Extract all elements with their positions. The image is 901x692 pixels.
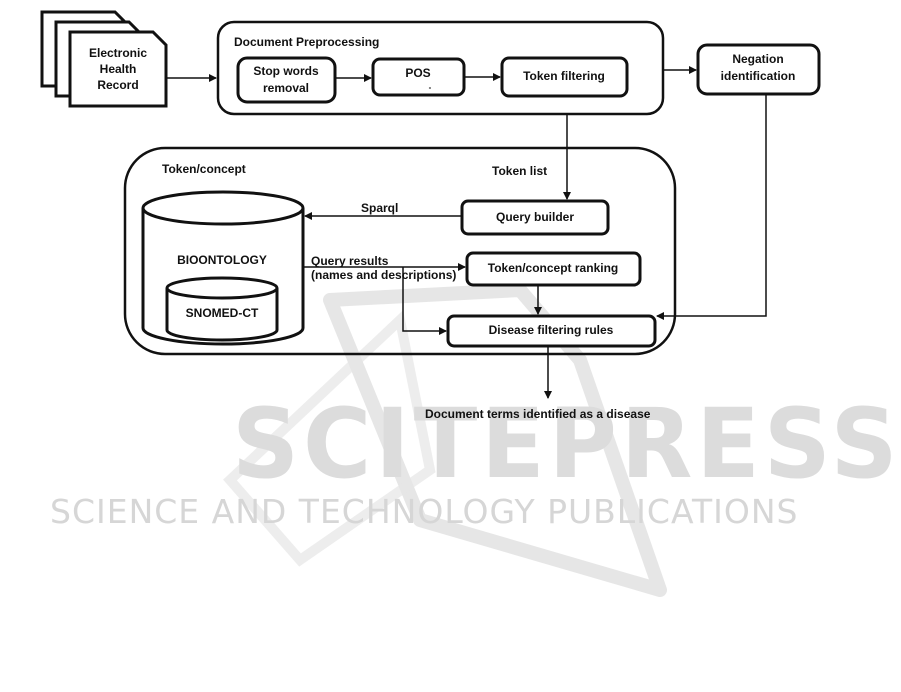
- disease-rules-label: Disease filtering rules: [488, 323, 614, 337]
- stop-words-label-line1: Stop words: [253, 64, 319, 78]
- watermark-small-text: SCIENCE AND TECHNOLOGY PUBLICATIONS: [50, 492, 799, 531]
- token-concept-group: [123, 146, 677, 356]
- preprocessing-title: Document Preprocessing: [234, 35, 380, 49]
- disease-rules-box: [446, 314, 657, 348]
- bioontology-label: BIOONTOLOGY: [177, 253, 267, 267]
- stop-words-box: [236, 56, 337, 104]
- ehr-label-line2: Health: [99, 62, 137, 76]
- negation-box: [696, 43, 821, 96]
- query-results-label-line1: Query results: [311, 254, 389, 268]
- snomed-cylinder: [165, 276, 279, 342]
- query-builder-label: Query builder: [495, 210, 575, 224]
- negation-label-line1: Negation: [732, 52, 784, 66]
- stop-words-label-line2: removal: [262, 81, 310, 95]
- ehr-label-line1: Electronic: [88, 46, 148, 60]
- preprocessing-group: [216, 20, 665, 116]
- negation-label-line2: identification: [720, 69, 796, 83]
- ranking-label: Token/concept ranking: [487, 261, 619, 275]
- output-label: Document terms identified as a disease: [425, 407, 651, 421]
- sparql-label: Sparql: [361, 201, 399, 215]
- token-concept-title: Token/concept: [162, 162, 246, 176]
- ehr-document-stack: [40, 10, 168, 108]
- arrow-negation-to-disease-rules: [656, 94, 767, 320]
- token-filtering-label: Token filtering: [523, 69, 605, 83]
- query-results-label-line2: (names and descriptions): [311, 268, 457, 282]
- arrow-ontology-to-disease-rules: [402, 267, 447, 335]
- watermark-big-text: SCITEPRESS: [232, 388, 901, 500]
- token-list-label: Token list: [492, 164, 548, 178]
- token-filtering-box: [500, 56, 629, 98]
- watermark-swoosh-2: [223, 310, 436, 567]
- snomed-label: SNOMED-CT: [185, 306, 259, 320]
- pos-label: POS: [405, 66, 431, 80]
- query-builder-box: [460, 199, 610, 236]
- pos-label-dash: -: [428, 83, 432, 92]
- ehr-label-line3: Record: [97, 78, 139, 92]
- ranking-box: [465, 251, 642, 287]
